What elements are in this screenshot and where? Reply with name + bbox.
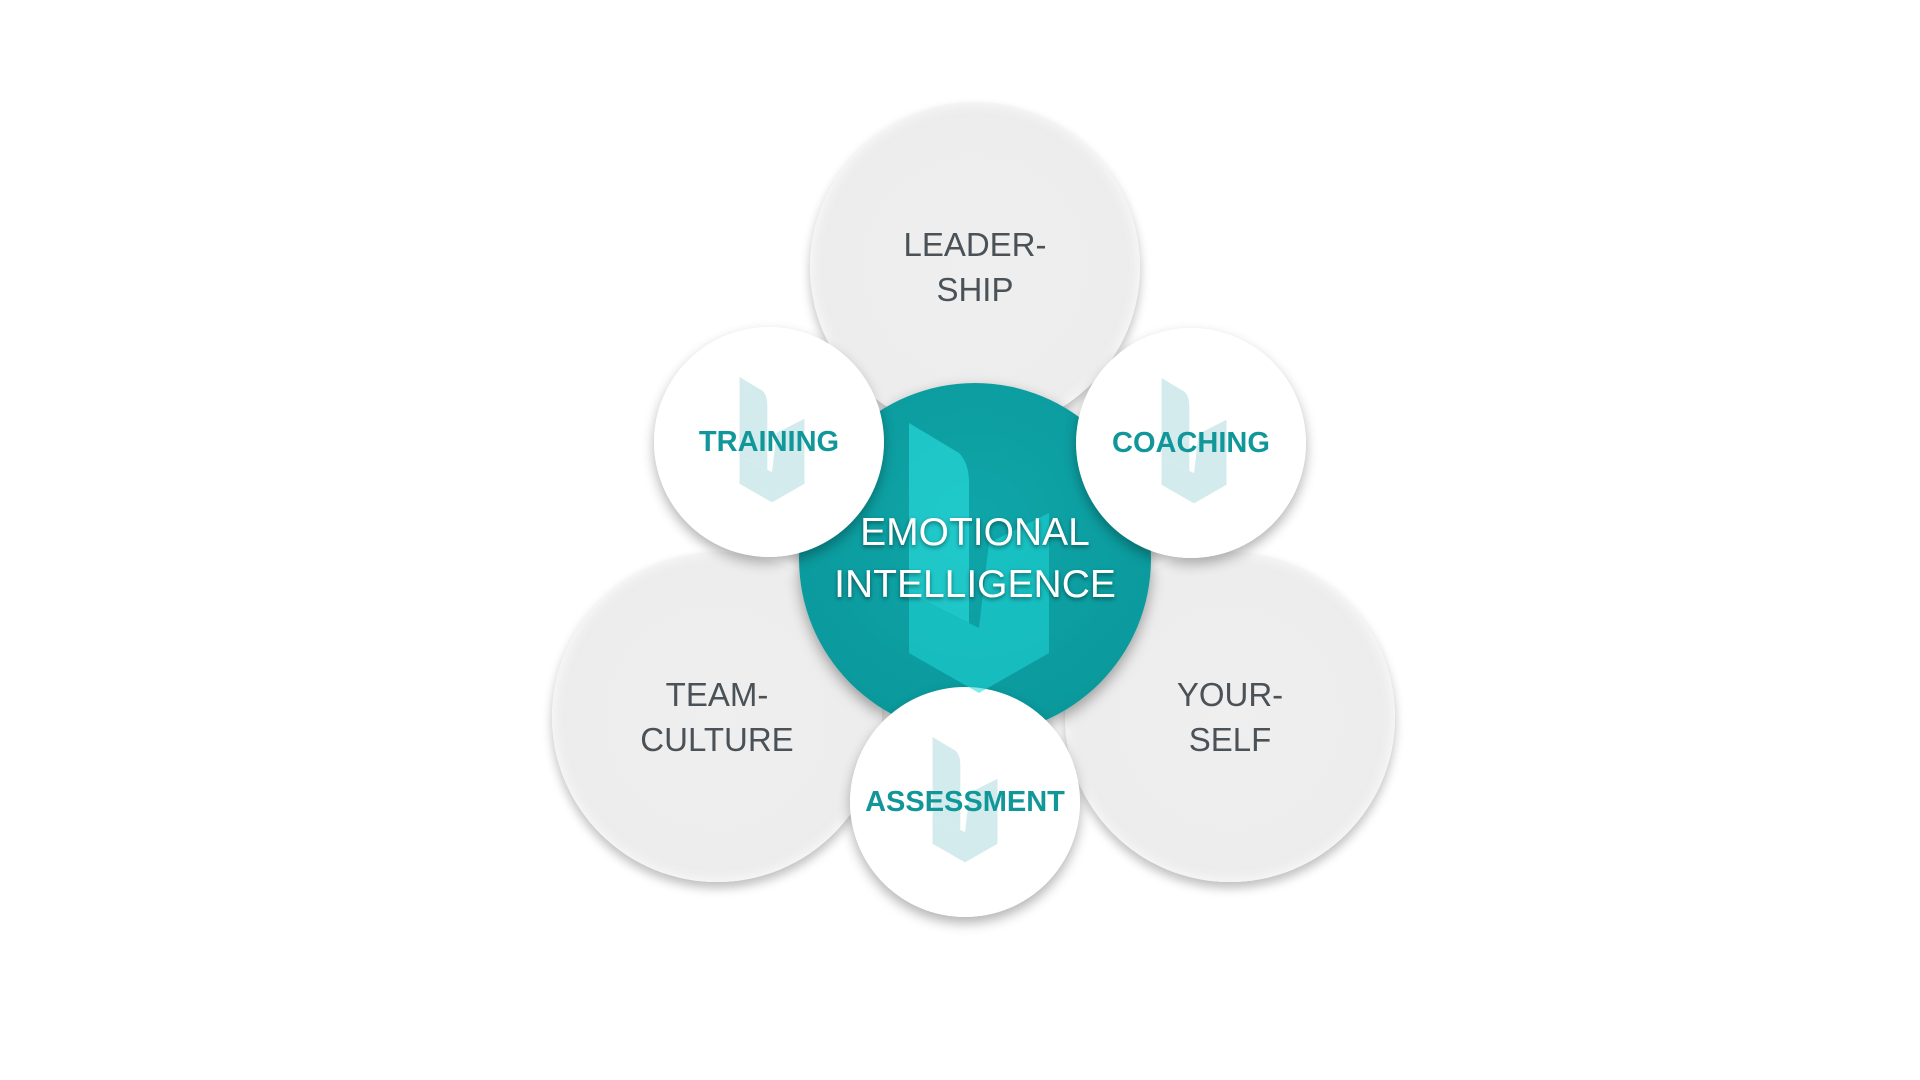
logo-icon: [1161, 378, 1227, 504]
coaching-circle: COACHING: [1076, 328, 1306, 558]
leadership-circle: LEADER- SHIP: [810, 102, 1140, 432]
logo-icon: [932, 737, 998, 863]
center-label-line2: INTELLIGENCE: [834, 563, 1116, 606]
assessment-label: ASSESSMENT: [865, 785, 1065, 818]
logo-icon: [739, 377, 805, 503]
leadership-label-line2: SHIP: [936, 271, 1014, 308]
assessment-circle: ASSESSMENT: [850, 687, 1080, 917]
center-label-line1: EMOTIONAL: [860, 511, 1090, 554]
training-circle: TRAINING: [654, 327, 884, 557]
leadership-label-line1: LEADER-: [903, 226, 1047, 263]
yourself-label-line2: SELF: [1188, 721, 1272, 758]
logo-icon: [909, 423, 1049, 693]
yourself-label-line1: YOUR-: [1176, 676, 1284, 713]
coaching-label: COACHING: [1112, 426, 1270, 459]
team-culture-label-line2: CULTURE: [640, 721, 794, 758]
training-label: TRAINING: [698, 425, 840, 458]
team-culture-label-line1: TEAM-: [665, 676, 769, 713]
